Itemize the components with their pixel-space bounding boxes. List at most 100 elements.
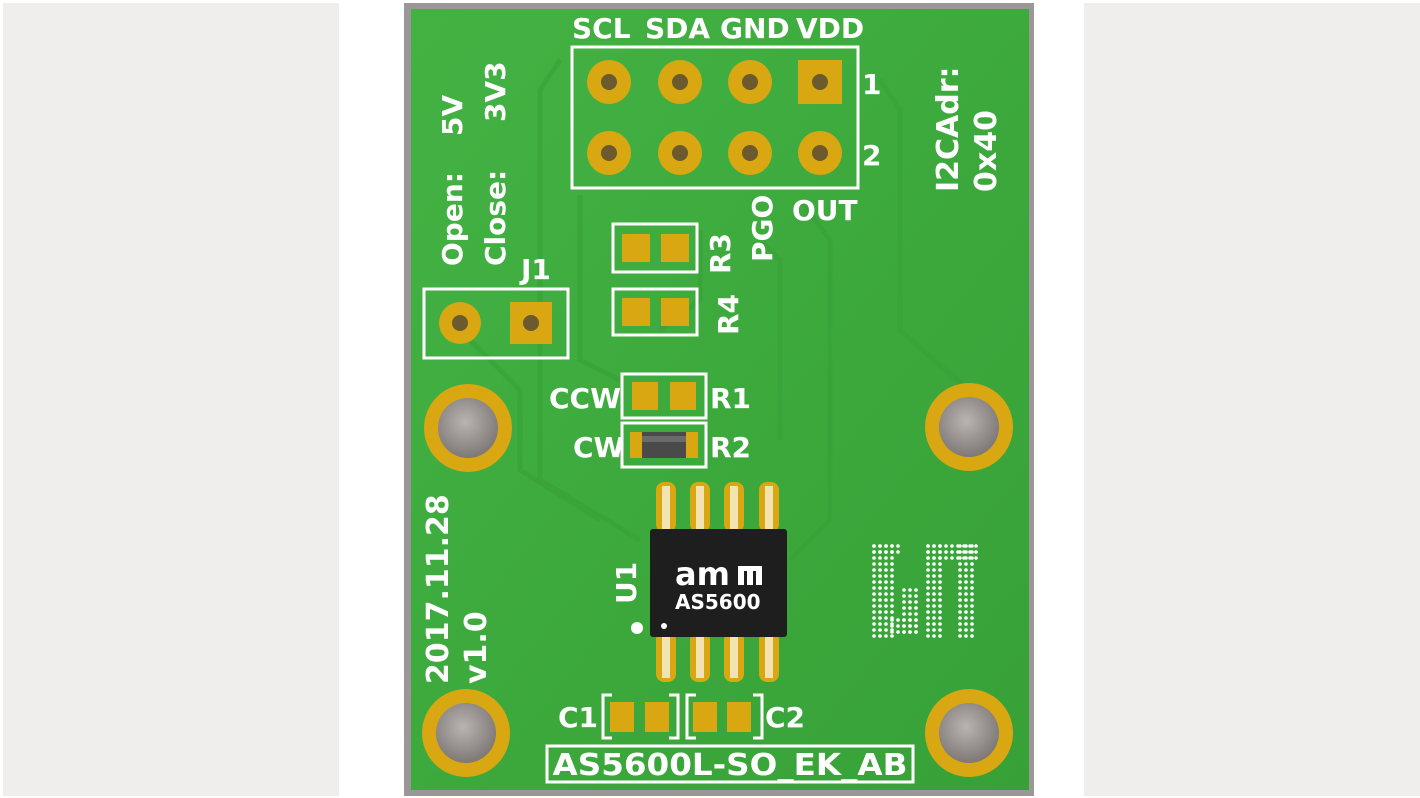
logo-dot <box>932 562 936 566</box>
logo-dot <box>958 544 962 548</box>
capacitor-c1 <box>601 693 680 740</box>
label-ccw: CCW <box>549 382 621 415</box>
logo-dot <box>938 634 942 638</box>
logo-dot <box>958 610 962 614</box>
logo-dot <box>932 568 936 572</box>
logo-dot <box>926 622 930 626</box>
label-r2: R2 <box>710 431 751 464</box>
logo-dot <box>932 598 936 602</box>
logo-dot <box>878 550 882 554</box>
logo-dot <box>908 612 912 616</box>
logo-dot <box>908 600 912 604</box>
logo-dot <box>926 586 930 590</box>
logo-dot <box>890 604 894 608</box>
mounting-hole-icon <box>925 383 1013 471</box>
logo-dot <box>872 586 876 590</box>
logo-dot <box>878 562 882 566</box>
logo-dot <box>890 634 894 638</box>
logo-dot <box>964 562 968 566</box>
logo-dot <box>970 568 974 572</box>
logo-dot <box>878 592 882 596</box>
logo-dot <box>970 598 974 602</box>
chip-pin1-marker <box>661 623 667 629</box>
logo-dot <box>884 592 888 596</box>
logo-dot <box>878 604 882 608</box>
logo-dot <box>902 588 906 592</box>
logo-dot <box>872 568 876 572</box>
logo-dot <box>878 544 882 548</box>
logo-dot <box>908 606 912 610</box>
chip-part-number: AS5600 <box>675 590 761 614</box>
logo-dot <box>872 544 876 548</box>
logo-dot <box>932 574 936 578</box>
logo-dot <box>926 580 930 584</box>
label-cw: CW <box>573 431 625 464</box>
i2c-label: I2CAdr: <box>931 66 966 192</box>
mounting-hole-icon <box>422 689 510 777</box>
logo-dot <box>958 604 962 608</box>
logo-dot <box>964 616 968 620</box>
logo-dot <box>932 592 936 596</box>
logo-dot <box>974 544 978 548</box>
logo-dot <box>884 616 888 620</box>
logo-dot <box>872 628 876 632</box>
logo-dot <box>872 604 876 608</box>
logo-dot <box>964 580 968 584</box>
logo-dot <box>884 568 888 572</box>
logo-dot <box>970 628 974 632</box>
label-r3: R3 <box>704 233 737 274</box>
logo-dot <box>872 616 876 620</box>
logo-dot <box>926 592 930 596</box>
logo-dot <box>872 580 876 584</box>
logo-dot <box>932 544 936 548</box>
logo-dot <box>974 550 978 554</box>
logo-dot <box>890 610 894 614</box>
logo-dot <box>926 550 930 554</box>
logo-dot <box>958 574 962 578</box>
logo-dot <box>872 598 876 602</box>
copper-traces <box>468 58 982 562</box>
logo-dot <box>964 598 968 602</box>
logo-dot <box>932 556 936 560</box>
logo-dot <box>884 574 888 578</box>
logo-dot <box>958 592 962 596</box>
jumper-j1 <box>422 287 570 360</box>
logo-dot <box>872 562 876 566</box>
jumper-ref: J1 <box>519 253 551 286</box>
logo-dot <box>964 550 968 554</box>
logo-dot <box>958 568 962 572</box>
logo-dot <box>944 544 948 548</box>
label-sda: SDA <box>645 12 710 45</box>
logo-dot <box>958 580 962 584</box>
label-c2: C2 <box>765 701 805 734</box>
logo-dot <box>890 550 894 554</box>
logo-dot <box>926 610 930 614</box>
logo-dot <box>970 610 974 614</box>
logo-dot <box>938 574 942 578</box>
logo-dot <box>884 610 888 614</box>
logo-dot <box>872 622 876 626</box>
jumper-open-label: Open: <box>436 172 469 266</box>
logo-dot <box>884 628 888 632</box>
logo-dot <box>890 574 894 578</box>
jumper-close-label: Close: <box>479 170 512 266</box>
resistor-r2 <box>620 421 708 469</box>
logo-dot <box>896 624 900 628</box>
logo-dot <box>958 562 962 566</box>
label-row-1: 1 <box>862 68 881 101</box>
logo-dot <box>890 618 894 622</box>
resistor-r4 <box>611 287 699 337</box>
logo-dot <box>932 622 936 626</box>
logo-dot <box>938 592 942 596</box>
logo-dot <box>908 630 912 634</box>
logo-dot <box>872 550 876 554</box>
logo-dot <box>964 592 968 596</box>
logo-dot <box>884 622 888 626</box>
logo-dot <box>944 550 948 554</box>
label-vdd: VDD <box>796 12 864 45</box>
logo-dot <box>878 574 882 578</box>
logo-dot <box>902 618 906 622</box>
logo-dot <box>896 544 900 548</box>
logo-dot <box>896 630 900 634</box>
resistor-r1 <box>620 372 708 420</box>
